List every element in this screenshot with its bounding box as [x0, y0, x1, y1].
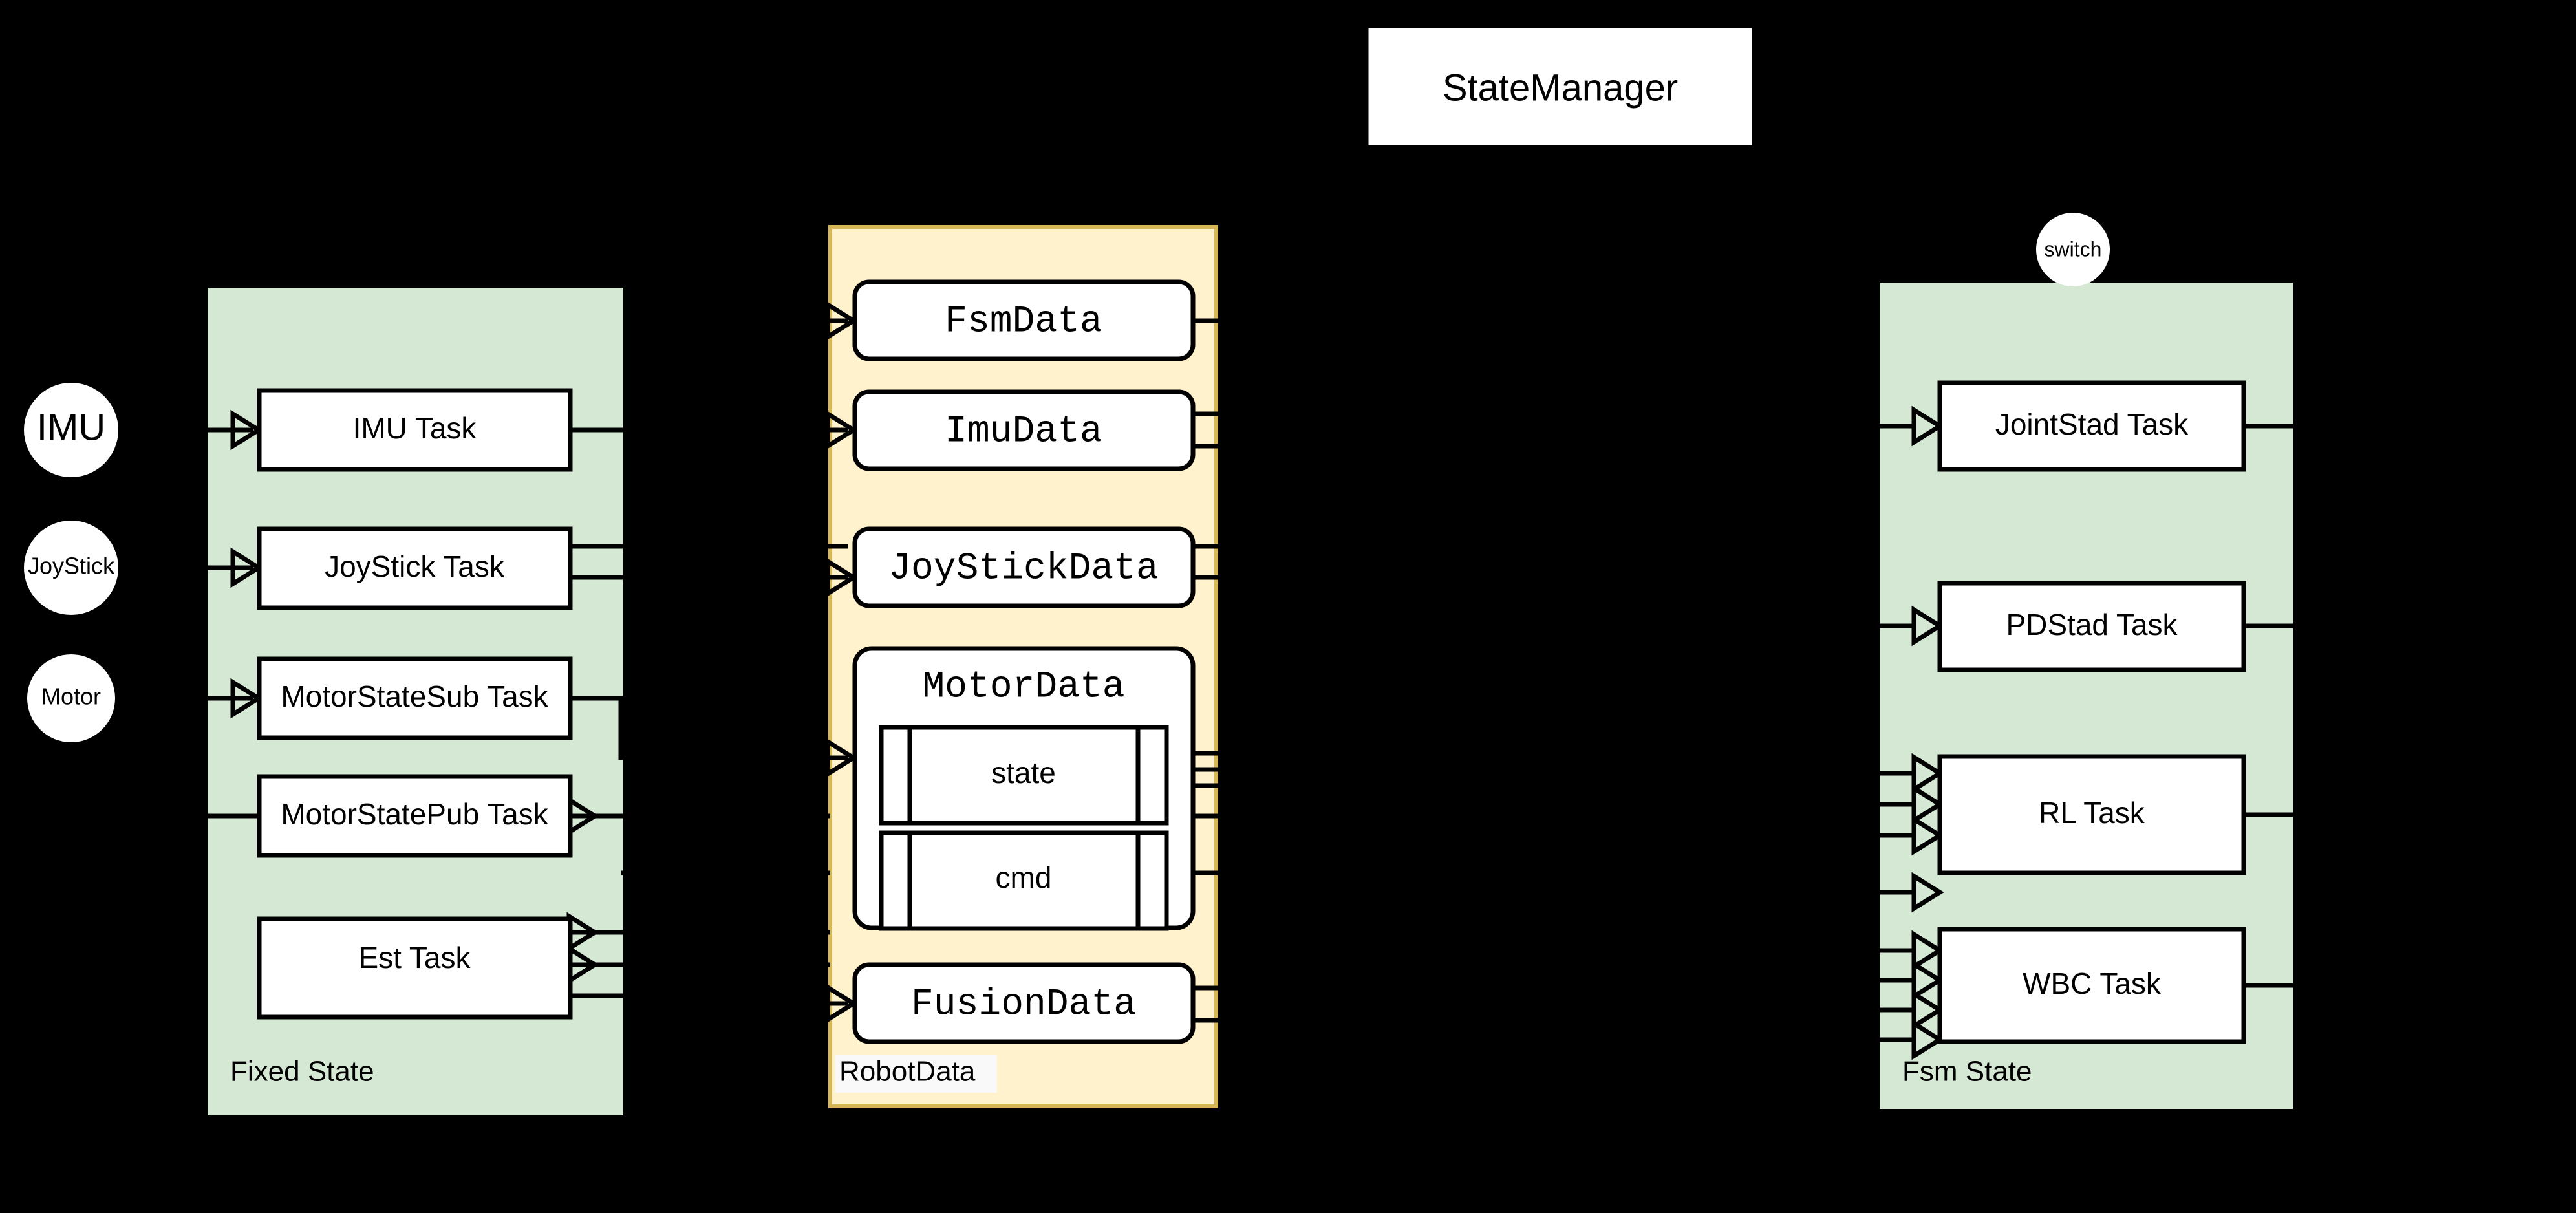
task-est[interactable] [257, 916, 573, 1020]
imu-node-label: IMU [37, 406, 105, 448]
container-fsm-state-label: Fsm State [1902, 1056, 2032, 1088]
state-manager-label: StateManager [1443, 67, 1678, 109]
data-fsmdata[interactable] [852, 279, 1196, 361]
task-rl[interactable] [1937, 754, 2246, 875]
task-joystick-label: JoyStick Task [325, 550, 505, 583]
motor-node[interactable] [27, 654, 115, 742]
task-imu-label: IMU Task [353, 411, 477, 445]
switch-node-label: switch [2045, 237, 2102, 261]
data-imudata[interactable] [852, 389, 1196, 471]
task-jointstad-label: JointStad Task [1995, 407, 2189, 441]
joystick-node[interactable] [24, 521, 118, 615]
task-wbc[interactable] [1937, 927, 2246, 1044]
container-robot-data-label: RobotData [839, 1056, 976, 1088]
task-pdstad-label: PDStad Task [2006, 608, 2178, 641]
data-joystickdata[interactable] [852, 526, 1196, 608]
data-fusiondata[interactable] [852, 962, 1196, 1044]
task-est-label: Est Task [359, 941, 471, 974]
motor-node-label: Motor [41, 683, 101, 710]
task-motorstatepub[interactable] [257, 774, 573, 858]
data-motordata-cmd-label: cmd [996, 861, 1052, 894]
state-manager-box[interactable] [1364, 23, 1757, 150]
data-joystickdata-label: JoyStickData [888, 548, 1159, 590]
joystick-node-label: JoyStick [28, 553, 115, 579]
task-imu[interactable] [257, 388, 573, 472]
imu-node[interactable] [24, 383, 118, 477]
container-robot-data-label-bg [835, 1055, 997, 1093]
data-motordata-state-label: state [991, 756, 1056, 789]
switch-node[interactable] [2036, 213, 2110, 286]
task-jointstad[interactable] [1937, 380, 2246, 472]
data-fsmdata-label: FsmData [945, 301, 1102, 343]
data-motordata-label: MotorData [922, 666, 1124, 708]
data-motordata-cmd[interactable]: cmd [879, 830, 1169, 931]
task-wbc-label: WBC Task [2023, 967, 2162, 1000]
data-imudata-label: ImuData [945, 411, 1102, 453]
task-motorstatesub-label: MotorStateSub Task [281, 680, 548, 713]
data-fusiondata-label: FusionData [911, 983, 1136, 1025]
task-motorstatesub[interactable] [257, 656, 573, 740]
task-motorstatepub-label: MotorStatePub Task [281, 797, 548, 831]
task-rl-label: RL Task [2039, 796, 2145, 830]
task-pdstad[interactable] [1937, 581, 2246, 672]
data-motordata-state[interactable]: state [879, 725, 1169, 826]
task-joystick[interactable] [257, 526, 573, 610]
container-fixed-state-label: Fixed State [230, 1056, 374, 1088]
